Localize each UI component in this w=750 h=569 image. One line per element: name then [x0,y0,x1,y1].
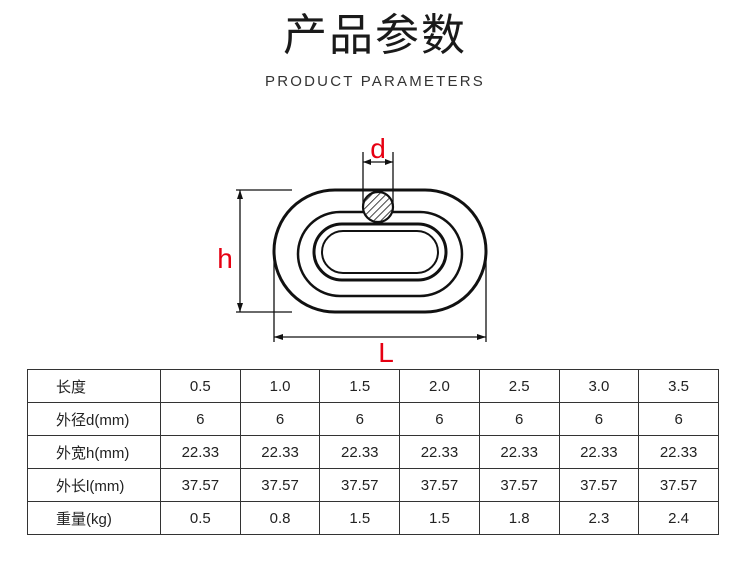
table-cell: 0.5 [160,501,241,535]
table-cell: 22.33 [638,435,719,469]
table-cell: 2.0 [399,369,480,403]
table-cell: 6 [558,402,640,436]
table-cell: 6 [638,402,719,436]
table-cell: 37.57 [478,468,560,502]
link-hole-outer-outline [312,222,448,282]
table-cell: 37.57 [160,468,241,502]
table-cell: 37.57 [239,468,321,502]
row-label: 外长l(mm) [27,468,161,502]
table-cell: 6 [319,402,401,436]
table-cell: 2.3 [558,501,640,535]
table-cell: 22.33 [399,435,480,469]
table-cell: 22.33 [319,435,401,469]
table-cell: 2.5 [478,369,560,403]
d-label: d [370,133,386,164]
table-cell: 37.57 [638,468,719,502]
table-cell: 3.5 [638,369,719,403]
table-cell: 6 [160,402,241,436]
row-label: 长度 [27,369,161,403]
l-label: L [378,337,394,368]
row-label: 外径d(mm) [27,402,161,436]
row-label: 外宽h(mm) [27,435,161,469]
page-title: 产品参数 [283,10,467,61]
table-cell: 22.33 [239,435,321,469]
table-cell: 6 [239,402,321,436]
row-label: 重量(kg) [27,501,161,535]
table-cell: 6 [399,402,480,436]
table-cell: 37.57 [558,468,640,502]
table-cell: 1.5 [319,501,401,535]
table-cell: 22.33 [478,435,560,469]
table-cell: 37.57 [319,468,401,502]
table-cell: 1.5 [399,501,480,535]
table-cell: 37.57 [399,468,480,502]
table-cell: 0.5 [160,369,241,403]
chain-link-diagram: d h L [217,133,488,368]
h-label: h [217,243,233,274]
link-outer-outline [272,188,488,314]
table-cell: 3.0 [558,369,640,403]
table-cell: 2.4 [638,501,719,535]
table-cell: 22.33 [558,435,640,469]
table-cell: 22.33 [160,435,241,469]
table-cell: 0.8 [239,501,321,535]
cross-section-circle [361,190,395,224]
page-subtitle: PRODUCT PARAMETERS [265,73,485,90]
table-cell: 1.5 [319,369,401,403]
table-cell: 1.8 [478,501,560,535]
table-cell: 1.0 [239,369,321,403]
link-hole-inner-outline [321,230,439,274]
table-cell: 6 [478,402,560,436]
